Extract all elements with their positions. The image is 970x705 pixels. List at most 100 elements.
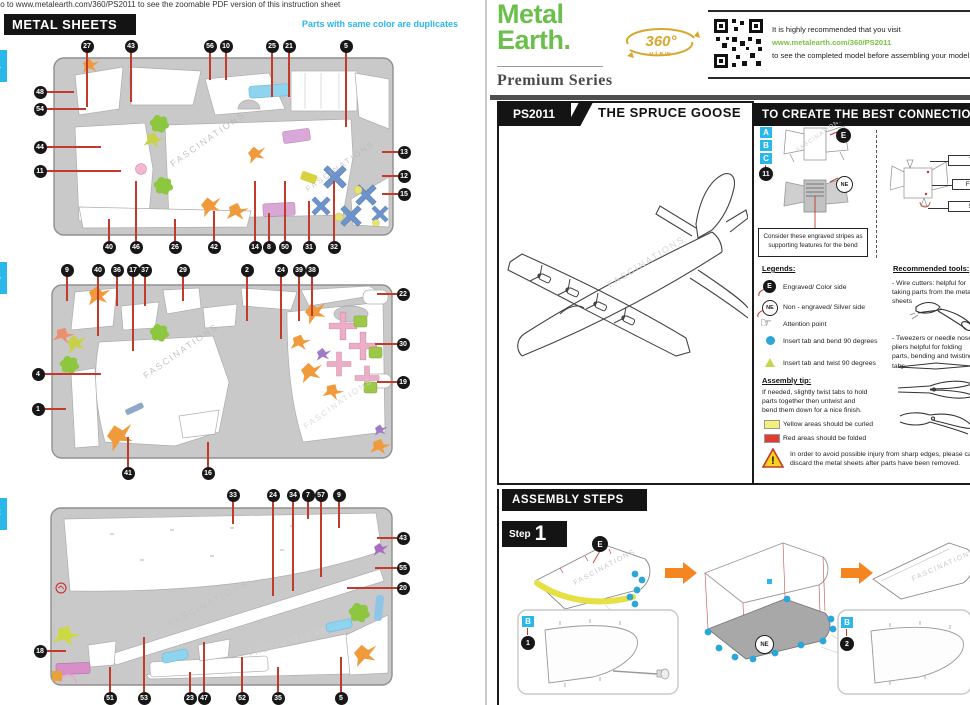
logo-underline bbox=[497, 66, 603, 67]
step1-non-engraved-marker: NE bbox=[755, 635, 774, 654]
part-callout: 5 bbox=[334, 691, 348, 705]
logo-line1: Metal bbox=[497, 0, 564, 29]
connections-note: Consider these engraved stripes as suppo… bbox=[758, 228, 868, 257]
logo-line2: Earth. bbox=[497, 24, 571, 55]
part-callout: 21 bbox=[282, 39, 296, 53]
part-callout: 54 bbox=[33, 102, 47, 116]
part-callout: 23 bbox=[183, 691, 197, 705]
part-callout: 4 bbox=[31, 367, 45, 381]
inset1-letter: B bbox=[522, 616, 534, 627]
sheet-b-letter-tab: B bbox=[0, 262, 7, 294]
assembly-steps-header: ASSEMBLY STEPS bbox=[502, 489, 647, 511]
top-note: Go to www.metalearth.com/360/PS2011 to s… bbox=[0, 0, 341, 9]
fold-line bbox=[932, 185, 952, 186]
inset1-number: 1 bbox=[521, 636, 535, 650]
part-callout: 30 bbox=[396, 337, 410, 351]
connections-part-diagrams: FASCINATIONS bbox=[783, 122, 849, 228]
inset2-leader bbox=[846, 629, 848, 636]
qr-note-line1: It is highly recommended that you visit bbox=[772, 25, 901, 34]
tools-title: Recommended tools: bbox=[893, 264, 970, 273]
fold-line-label: Fold line bbox=[952, 179, 970, 190]
section-divider-bar bbox=[490, 95, 970, 100]
step1-diagrams: FASCINATIONS FASCINATIONS bbox=[517, 542, 970, 695]
legend-ne-icon: NE bbox=[762, 300, 778, 316]
part-callout: 47 bbox=[197, 691, 211, 705]
part-callout: 1 bbox=[31, 402, 45, 416]
sheet-c-letter-tab: C bbox=[0, 498, 7, 530]
part-callout: 9 bbox=[332, 488, 346, 502]
tab-label: Tab bbox=[948, 155, 970, 166]
slot-label: Slot bbox=[948, 201, 970, 212]
part-callout: 15 bbox=[397, 187, 411, 201]
connections-letter-b: B bbox=[760, 140, 772, 151]
part-callout: 8 bbox=[262, 240, 276, 254]
inset2-number: 2 bbox=[840, 637, 854, 651]
part-callout: 20 bbox=[396, 581, 410, 595]
tools-item1: - Wire cutters: helpful for taking parts… bbox=[892, 280, 970, 306]
part-callout: 38 bbox=[305, 263, 319, 277]
part-callout: 42 bbox=[207, 240, 221, 254]
part-callout: 34 bbox=[286, 488, 300, 502]
part-callout: 50 bbox=[278, 240, 292, 254]
metal-sheet-b: FASCINATIONS FASCINATIONS bbox=[51, 284, 393, 459]
part-callout: 33 bbox=[226, 488, 240, 502]
part-callout: 14 bbox=[248, 240, 262, 254]
part-callout: 56 bbox=[203, 39, 217, 53]
qr-rule-top bbox=[708, 10, 970, 12]
part-callout: 25 bbox=[265, 39, 279, 53]
part-callout: 2 bbox=[240, 263, 254, 277]
part-callout: 7 bbox=[301, 488, 315, 502]
part-callout: 27 bbox=[80, 39, 94, 53]
part-callout: 36 bbox=[110, 263, 124, 277]
warning-triangle-icon: ! bbox=[762, 448, 784, 468]
legends-title: Legends: bbox=[762, 264, 796, 273]
part-callout: 52 bbox=[235, 691, 249, 705]
part-callout: 16 bbox=[201, 466, 215, 480]
connections-part-number: 11 bbox=[759, 167, 773, 181]
svg-text:view: view bbox=[649, 51, 672, 58]
metal-sheet-a: FASCINATIONS FASCINATIONS bbox=[53, 57, 394, 236]
part-callout: 22 bbox=[396, 287, 410, 301]
connections-dashed-divider bbox=[876, 130, 877, 258]
part-callout: 24 bbox=[274, 263, 288, 277]
tweezers-icon bbox=[897, 362, 970, 370]
part-callout: 43 bbox=[124, 39, 138, 53]
red-swatch bbox=[764, 434, 780, 443]
aircraft-drawing: FASCINATIONS bbox=[507, 173, 748, 357]
part-callout: 10 bbox=[219, 39, 233, 53]
part-callout: 53 bbox=[137, 691, 151, 705]
non-engraved-marker: NE bbox=[836, 176, 853, 193]
part-callout: 40 bbox=[91, 263, 105, 277]
part-callout: 44 bbox=[33, 140, 47, 154]
slot-line bbox=[928, 208, 948, 209]
part-callout: 24 bbox=[266, 488, 280, 502]
yellow-note: Yellow areas should be curled bbox=[783, 421, 874, 428]
connections-header: TO CREATE THE BEST CONNECTIONS bbox=[752, 103, 970, 126]
needle-pliers-icon bbox=[897, 380, 970, 399]
wire-cutters-icon bbox=[909, 301, 970, 331]
legend-non-engraved-text: Non - engraved/ Silver side bbox=[783, 304, 865, 311]
part-callout: 51 bbox=[103, 691, 117, 705]
part-callout: 12 bbox=[397, 169, 411, 183]
metal-sheet-c: FASCINATIONS FASCINATIONS bbox=[50, 507, 393, 686]
qr-note-link: www.metalearth.com/360/PS2011 bbox=[772, 38, 892, 47]
part-callout: 46 bbox=[129, 240, 143, 254]
part-callout: 26 bbox=[168, 240, 182, 254]
inset2-letter: B bbox=[841, 617, 853, 628]
part-callout: 40 bbox=[102, 240, 116, 254]
legend-engraved-text: Engraved/ Color side bbox=[783, 284, 847, 291]
part-callout: 13 bbox=[397, 145, 411, 159]
step-label: Step bbox=[509, 528, 531, 540]
part-callout: 19 bbox=[396, 375, 410, 389]
part-callout: 55 bbox=[396, 561, 410, 575]
legend-e-icon: E bbox=[763, 280, 776, 293]
part-callout: 37 bbox=[138, 263, 152, 277]
part-callout: 35 bbox=[271, 691, 285, 705]
step-1-badge: Step 1 bbox=[502, 521, 567, 547]
part-callout: 9 bbox=[60, 263, 74, 277]
red-note: Red areas should be folded bbox=[783, 435, 867, 442]
engraved-marker: E bbox=[836, 128, 851, 143]
column-divider bbox=[485, 0, 487, 705]
assembly-tip-text: If needed, slightly twist tabs to hold p… bbox=[762, 389, 868, 415]
